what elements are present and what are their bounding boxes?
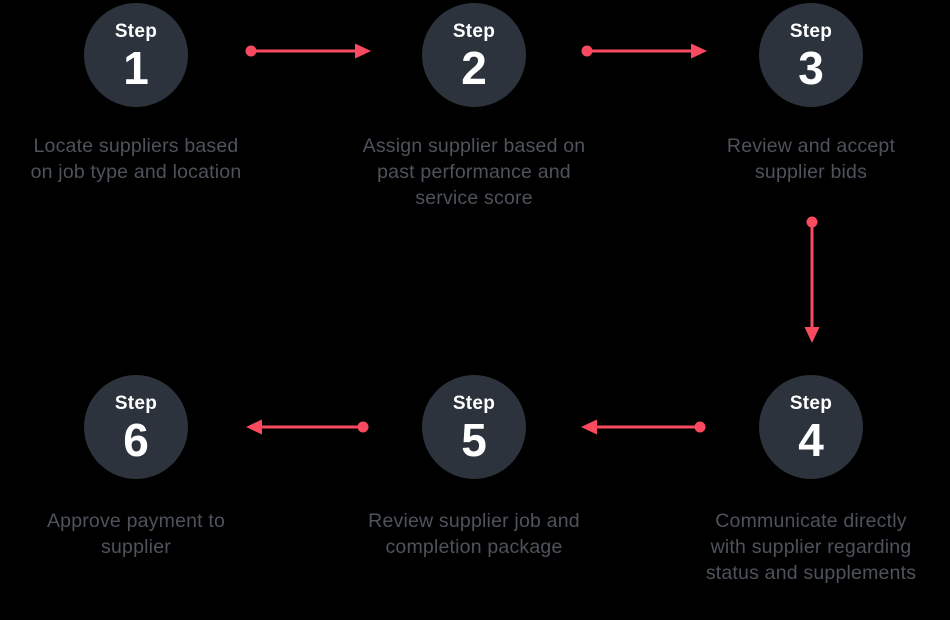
step-3-label: Step bbox=[789, 21, 833, 42]
step-5-circle: Step 5 bbox=[422, 375, 526, 479]
step-4-circle: Step 4 bbox=[759, 375, 863, 479]
step-6-label: Step bbox=[114, 393, 158, 414]
step-2-description: Assign supplier based on past performanc… bbox=[362, 135, 586, 209]
step-6-description: Approve payment to supplier bbox=[46, 510, 226, 558]
arrow-step1-to-step2-icon bbox=[245, 43, 371, 59]
arrow-step3-to-step4-icon bbox=[804, 216, 820, 343]
step-3-description: Review and accept supplier bids bbox=[726, 135, 896, 183]
step-4-number: 4 bbox=[798, 414, 824, 466]
step-1-number: 1 bbox=[123, 42, 149, 94]
step-2-circle: Step 2 bbox=[422, 3, 526, 107]
step-2-label: Step bbox=[452, 21, 496, 42]
step-1-description: Locate suppliers based on job type and l… bbox=[30, 135, 242, 183]
step-5-description: Review supplier job and completion packa… bbox=[368, 510, 580, 558]
step-1-circle: Step 1 bbox=[84, 3, 188, 107]
arrow-step2-to-step3-icon bbox=[581, 43, 707, 59]
step-2-number: 2 bbox=[461, 42, 487, 94]
step-3-number: 3 bbox=[798, 42, 824, 94]
step-6-number: 6 bbox=[123, 414, 149, 466]
step-5-number: 5 bbox=[461, 414, 487, 466]
step-4-label: Step bbox=[789, 393, 833, 414]
arrow-step4-to-step5-icon bbox=[581, 419, 706, 435]
step-4-description: Communicate directly with supplier regar… bbox=[705, 510, 917, 584]
step-5-label: Step bbox=[452, 393, 496, 414]
step-1-label: Step bbox=[114, 21, 158, 42]
step-3-circle: Step 3 bbox=[759, 3, 863, 107]
arrow-step5-to-step6-icon bbox=[246, 419, 369, 435]
step-6-circle: Step 6 bbox=[84, 375, 188, 479]
